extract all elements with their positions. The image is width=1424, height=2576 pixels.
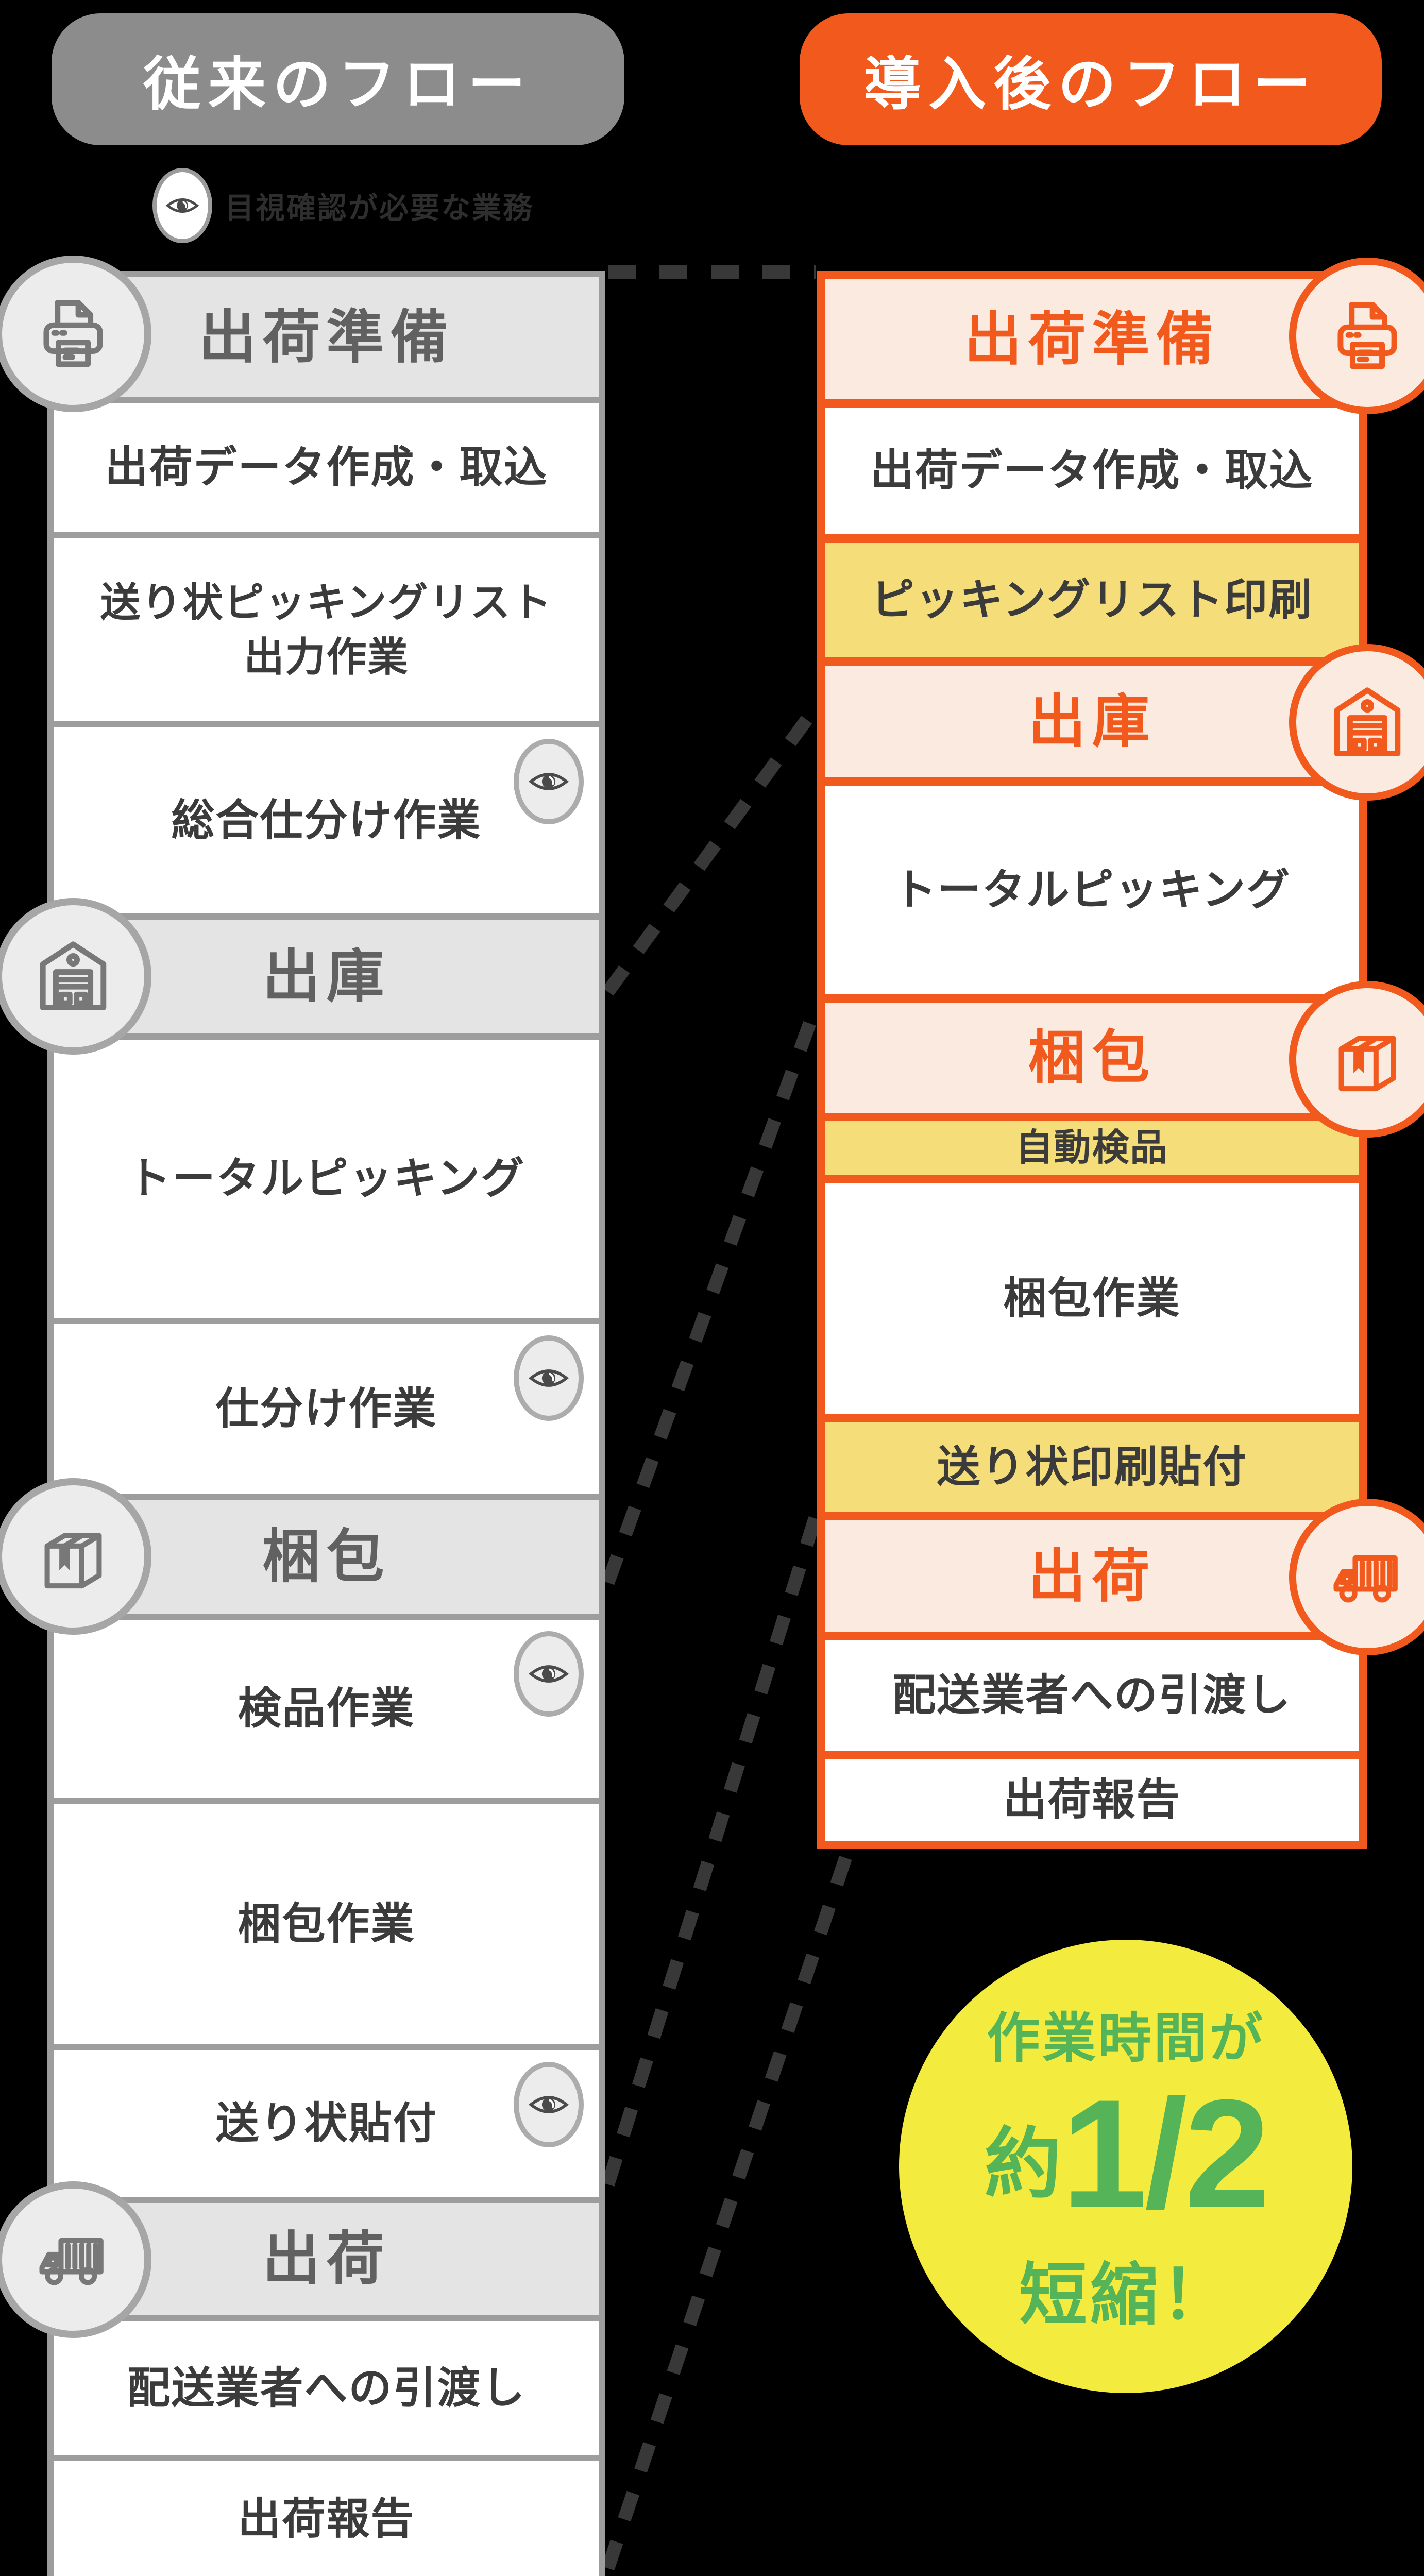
warehouse-icon [0,898,151,1055]
step-label: 総合仕分け作業 [171,795,482,844]
legacy-flow-badge: 従来のフロー [52,13,624,145]
phase-header-5: 梱包 [825,981,1424,1138]
step-label: トータルピッキング [127,1154,525,1203]
step-label: 梱包 [262,1524,391,1589]
step-label: トータルピッキング [893,865,1291,914]
phase-header-0: 出荷準備 [0,256,599,412]
phase-header-11: 出荷 [0,2181,599,2338]
step-label: 出庫 [1028,689,1156,754]
step-label: 梱包 [1028,1025,1156,1090]
task-step-3: 総合仕分け作業 [54,721,599,913]
task-step-8: 検品作業 [54,1614,599,1798]
result-line1: 作業時間が [986,2009,1265,2069]
step-label: 配送業者への引渡し [892,1671,1292,1720]
highlight-step-8: 送り状印刷貼付 [825,1414,1359,1512]
step-label: 自動検品 [1015,1127,1168,1168]
new-flow-badge: 導入後のフロー [800,13,1382,145]
step-label: 出荷準備 [198,304,454,369]
new-flow-column: 出荷準備出荷データ作成・取込ピッキングリスト印刷出庫トータルピッキング梱包自動検… [817,258,1424,1849]
step-label: 梱包作業 [238,1899,415,1948]
step-label: 出荷報告 [1003,1775,1181,1824]
task-step-2: 送り状ピッキングリスト 出力作業 [54,532,599,721]
result-line3: 短縮！ [1019,2257,1232,2333]
connector-warehouse-out [602,703,822,996]
connector-shipping [601,1513,823,2187]
box-icon [0,1478,151,1635]
eye-icon [514,739,584,824]
step-label: 出荷報告 [238,2494,415,2543]
legend: 目視確認が必要な業務 [152,168,534,243]
connector-packing [601,1003,823,1585]
step-label: 配送業者への引渡し [127,2363,526,2412]
eye-icon [514,1335,584,1421]
step-label: 出荷データ作成・取込 [105,443,548,492]
truck-icon [1289,1499,1424,1655]
task-step-1: 出荷データ作成・取込 [825,399,1359,534]
step-label: 梱包作業 [1003,1274,1181,1323]
task-step-1: 出荷データ作成・取込 [54,397,599,532]
phase-header-9: 出荷 [825,1499,1424,1655]
highlight-step-6: 自動検品 [825,1113,1359,1175]
task-step-5: トータルピッキング [54,1033,599,1318]
task-step-12: 配送業者への引渡し [54,2315,599,2455]
result-badge: 作業時間が 約 1/2 短縮！ [899,1940,1352,2393]
step-label: 出荷準備 [964,307,1220,371]
task-step-9: 梱包作業 [54,1798,599,2044]
step-label: 出庫 [262,944,391,1009]
result-fraction: 1/2 [1061,2067,1270,2240]
step-label: 仕分け作業 [215,1384,437,1433]
task-step-7: 梱包作業 [825,1175,1359,1414]
step-label: 送り状印刷貼付 [937,1442,1247,1491]
step-label: 出荷 [262,2227,391,2292]
legend-label: 目視確認が必要な業務 [225,192,534,225]
eye-icon [514,2062,584,2147]
printer-icon [1289,258,1424,414]
step-label: 送り状貼付 [215,2099,437,2148]
task-step-4: トータルピッキング [825,777,1359,994]
task-step-13: 出荷報告 [54,2455,599,2576]
task-step-10: 配送業者への引渡し [825,1632,1359,1751]
result-line2: 約 1/2 [984,2067,1270,2240]
eye-icon [152,168,212,243]
eye-icon [514,1631,584,1717]
phase-header-7: 梱包 [0,1478,599,1635]
step-label: 出荷データ作成・取込 [870,446,1314,495]
step-label: 検品作業 [238,1684,415,1733]
step-label: 送り状ピッキングリスト 出力作業 [100,580,553,680]
result-approx: 約 [984,2121,1062,2207]
step-label: 出荷 [1028,1544,1156,1608]
task-step-6: 仕分け作業 [54,1318,599,1494]
phase-header-0: 出荷準備 [825,258,1424,414]
highlight-step-2: ピッキングリスト印刷 [825,534,1359,657]
task-step-10: 送り状貼付 [54,2044,599,2197]
legacy-flow-column: 出荷準備出荷データ作成・取込送り状ピッキングリスト 出力作業総合仕分け作業出庫ト… [0,256,605,2576]
connector-bottom [601,1842,857,2571]
truck-icon [0,2181,151,2338]
printer-icon [0,256,151,412]
step-label: ピッキングリスト印刷 [871,575,1313,624]
phase-header-3: 出庫 [825,644,1424,801]
phase-header-4: 出庫 [0,898,599,1055]
task-step-11: 出荷報告 [825,1751,1359,1841]
